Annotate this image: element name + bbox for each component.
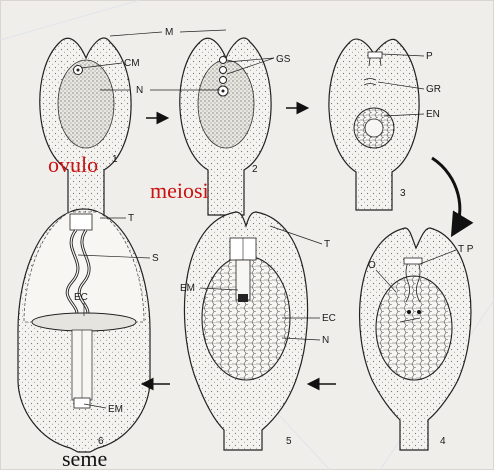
stage-number-5: 5 [286,436,292,447]
stage-number-4: 4 [440,436,446,447]
label-t-stage5: T [324,239,330,250]
label-en: EN [426,109,440,120]
ovule-stage-1 [40,38,131,215]
label-ec-stage5: EC [322,313,336,324]
stage-number-3: 3 [400,188,406,199]
label-gs: GS [276,54,291,65]
caption-ovulo: ovulo [48,152,98,177]
ovule-stage-5 [184,212,307,450]
stage-number-1: 1 [112,154,118,165]
label-ec-stage6: EC [74,292,88,303]
label-em-stage5: EM [180,283,195,294]
label-cm: CM [124,58,140,69]
label-s: S [152,253,159,264]
ovule-stage-6 [18,209,150,452]
label-t-stage6: T [128,213,134,224]
label-o: O [368,260,376,271]
label-gr: GR [426,84,441,95]
arrow-3-to-4 [432,158,460,232]
ovule-stage-3 [329,39,419,210]
stage-number-2: 2 [252,164,258,175]
label-n-stage5: N [322,335,329,346]
label-m: M [165,27,173,38]
label-p: P [426,51,433,62]
caption-meiosi: meiosi [150,178,209,203]
label-n-stage1: N [136,85,143,96]
label-em-stage6: EM [108,404,123,415]
label-tp: T P [458,244,474,255]
ovule-stage-4 [360,228,471,450]
caption-seme: seme [62,446,107,470]
